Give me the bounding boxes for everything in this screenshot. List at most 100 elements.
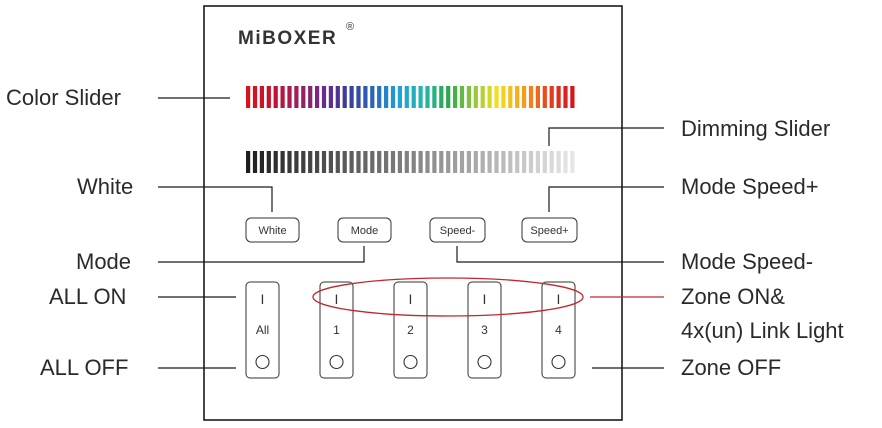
dimming-slider-segment	[301, 151, 306, 173]
color-slider-segment	[563, 86, 568, 108]
color-slider-segment	[466, 86, 471, 108]
dimming-slider-segment	[246, 151, 251, 173]
dimming-slider-segment	[494, 151, 499, 173]
dimming-slider-segment	[515, 151, 520, 173]
color-slider-segment	[308, 86, 313, 108]
color-slider-segment	[425, 86, 430, 108]
callout-zone-on-line1: Zone ON&	[681, 284, 785, 309]
dimming-slider-segment	[535, 151, 540, 173]
zone-2-label: 2	[407, 323, 414, 337]
dimming-slider-segment	[390, 151, 396, 173]
color-slider-segment	[459, 86, 465, 108]
white-button[interactable]: White	[245, 217, 300, 243]
dimming-slider-segment	[342, 151, 347, 173]
callout-mode-speed-plus: Mode Speed+	[681, 174, 819, 199]
dimming-slider-segment	[308, 151, 313, 173]
color-slider-segment	[556, 86, 561, 108]
color-slider-segment	[294, 86, 299, 108]
dimming-slider-segment	[439, 151, 444, 173]
mode-button[interactable]: Mode	[337, 217, 392, 243]
dimming-slider-segment	[453, 151, 458, 173]
dimming-slider-segment	[321, 151, 327, 173]
dimming-slider-segment	[273, 151, 278, 173]
color-slider-segment	[439, 86, 444, 108]
dimming-slider-segment	[556, 151, 561, 173]
color-slider-segment	[453, 86, 458, 108]
color-slider-segment	[446, 86, 451, 108]
dimming-slider-segment	[397, 151, 402, 173]
dimming-slider-segment	[370, 151, 375, 173]
dimming-slider-segment	[363, 151, 368, 173]
zone-all-label: All	[256, 323, 269, 337]
dimming-slider-segment	[563, 151, 568, 173]
zone-1-button[interactable]: I 1	[319, 281, 354, 379]
zone-all-on-symbol: I	[261, 291, 265, 307]
color-slider-segment	[528, 86, 534, 108]
callout-all-on: ALL ON	[49, 284, 126, 309]
color-slider-segment	[280, 86, 285, 108]
color-slider-segment	[377, 86, 382, 108]
zone-all-off-icon	[255, 354, 270, 370]
color-slider-segment	[363, 86, 368, 108]
callout-color-slider: Color Slider	[6, 85, 121, 110]
zone-all-button[interactable]: I All	[245, 281, 280, 379]
color-slider-segment	[432, 86, 437, 108]
color-slider-segment	[473, 86, 478, 108]
color-slider-segment	[508, 86, 513, 108]
dimming-slider-segment	[528, 151, 534, 173]
color-slider-segment	[494, 86, 499, 108]
callout-white: White	[77, 174, 133, 199]
dimming-slider-segment	[280, 151, 285, 173]
zone-2-button[interactable]: I 2	[393, 281, 428, 379]
registered-mark: ®	[346, 21, 354, 33]
zone-highlight-ellipse	[312, 277, 584, 317]
zone-4-button[interactable]: I 4	[541, 281, 576, 379]
zone-4-off-icon	[551, 354, 566, 370]
color-slider-segment	[404, 86, 409, 108]
dimming-slider-segment	[266, 151, 271, 173]
dimming-slider-segment	[335, 151, 340, 173]
color-slider-segment	[349, 86, 354, 108]
dimming-slider-segment	[349, 151, 354, 173]
dimming-slider-segment	[294, 151, 299, 173]
dimming-slider-segment	[570, 151, 575, 173]
color-slider-segment	[252, 86, 258, 108]
dimming-slider-segment	[315, 151, 320, 173]
zone-4-label: 4	[555, 323, 562, 337]
zone-1-label: 1	[333, 323, 340, 337]
dimming-slider-segment	[404, 151, 409, 173]
dimming-slider-segment	[432, 151, 437, 173]
zone-3-button[interactable]: I 3	[467, 281, 502, 379]
callout-all-off: ALL OFF	[40, 355, 128, 380]
color-slider-segment	[321, 86, 327, 108]
zone-2-off-icon	[403, 354, 418, 370]
zone-3-label: 3	[481, 323, 488, 337]
white-button-label: White	[258, 225, 286, 237]
color-slider-segment	[328, 86, 333, 108]
dimming-slider-segment	[508, 151, 513, 173]
dimming-slider-segment	[411, 151, 416, 173]
color-slider-segment	[418, 86, 423, 108]
dimming-slider-segment	[473, 151, 478, 173]
dimming-slider[interactable]	[246, 151, 575, 173]
callout-mode-speed-minus: Mode Speed-	[681, 249, 813, 274]
speed-minus-button[interactable]: Speed-	[429, 217, 486, 243]
speed-plus-button-label: Speed+	[530, 225, 568, 237]
callout-zone-off: Zone OFF	[681, 355, 781, 380]
color-slider[interactable]	[246, 86, 575, 108]
color-slider-segment	[522, 86, 527, 108]
dimming-slider-segment	[459, 151, 465, 173]
color-slider-segment	[287, 86, 292, 108]
speed-plus-button[interactable]: Speed+	[521, 217, 578, 243]
color-slider-segment	[487, 86, 492, 108]
color-slider-segment	[549, 86, 554, 108]
color-slider-segment	[535, 86, 540, 108]
speed-minus-button-label: Speed-	[440, 225, 476, 237]
zone-1-off-icon	[329, 354, 344, 370]
dimming-slider-segment	[549, 151, 554, 173]
dimming-slider-segment	[480, 151, 485, 173]
leader-dimming-slider	[548, 127, 664, 146]
color-slider-segment	[246, 86, 251, 108]
color-slider-segment	[480, 86, 485, 108]
